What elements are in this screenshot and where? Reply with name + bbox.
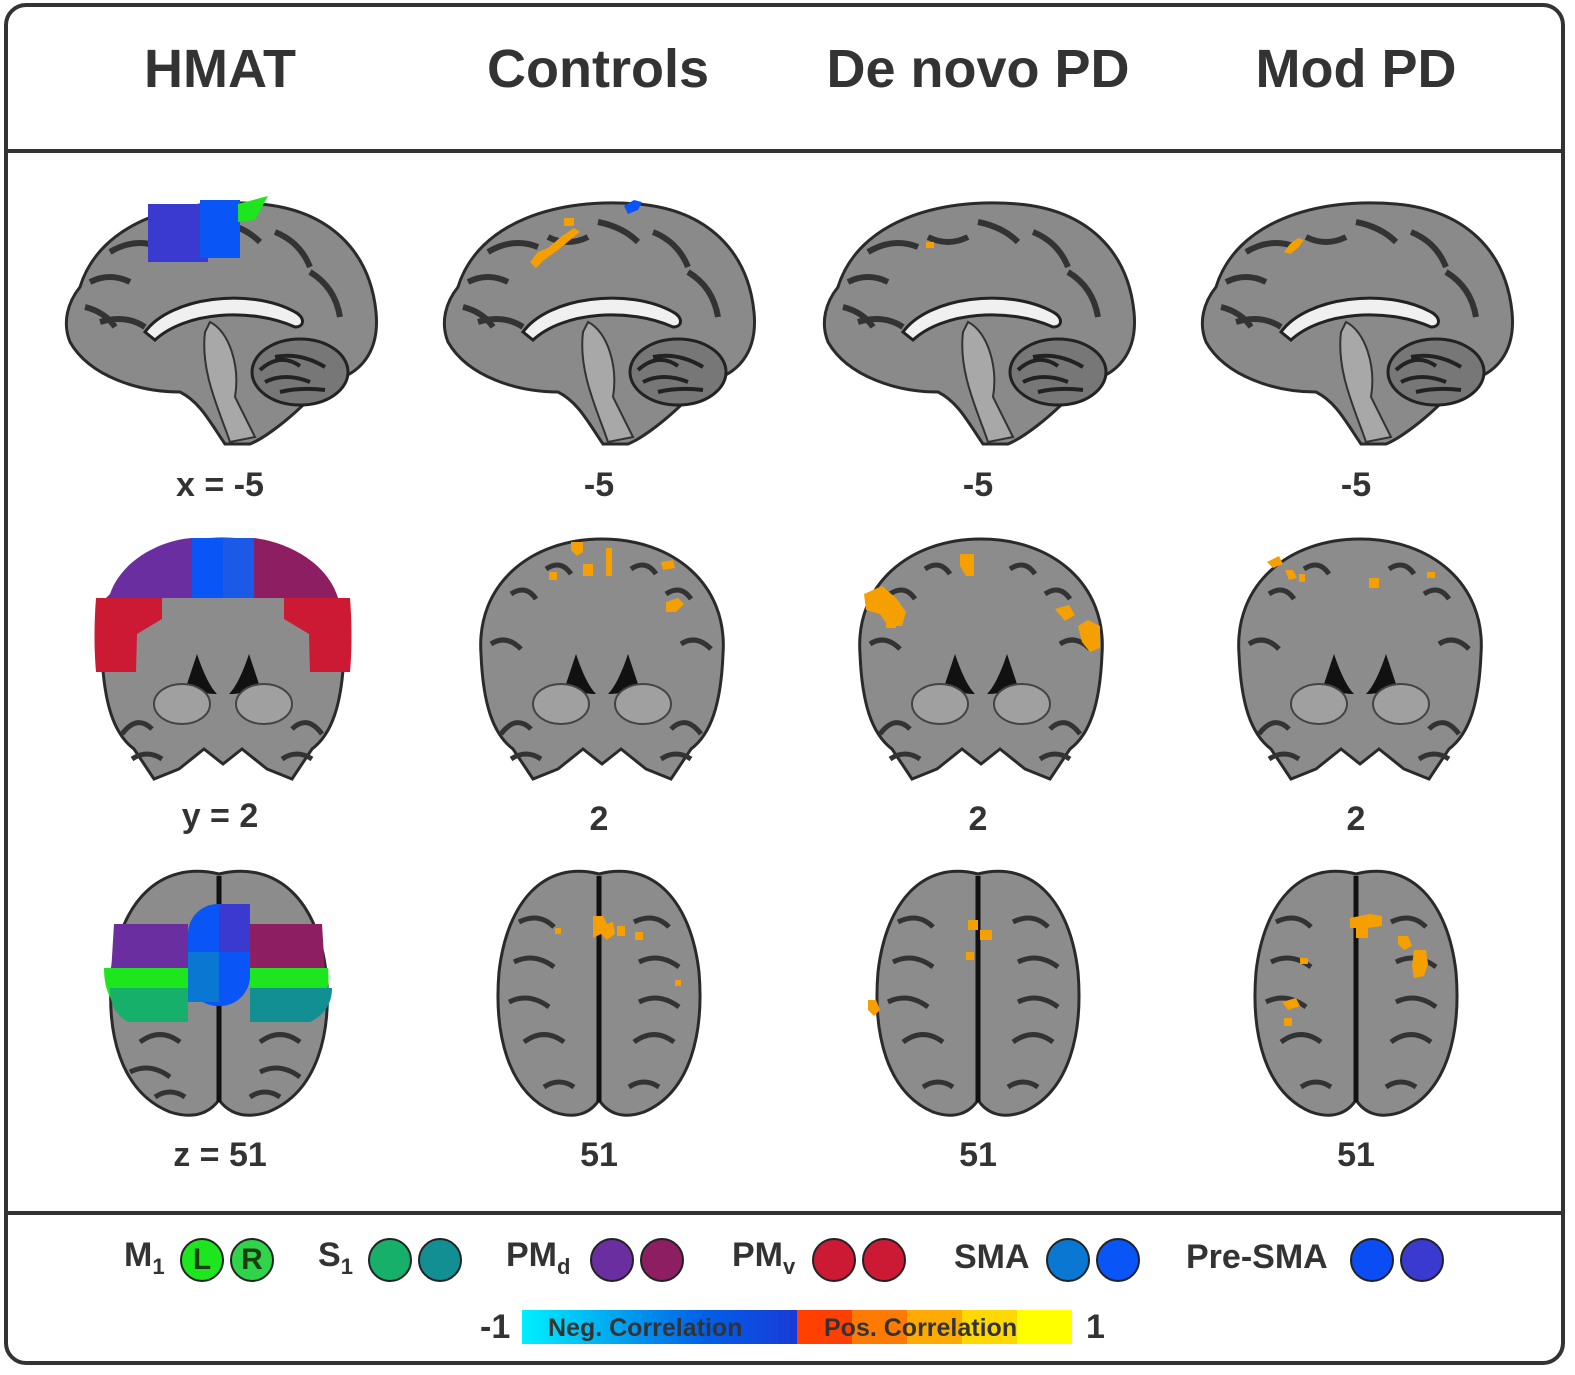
legend-divider [4,1211,1565,1215]
legend-label-m1: M1 [124,1236,165,1279]
legend-swatch-sma-right [1096,1238,1140,1282]
coord-axial-controls: 51 [580,1136,618,1174]
legend-swatch-pmd-right [640,1238,684,1282]
sagittal-slice-controls [442,200,757,446]
colorbar-max-label: 1 [1086,1308,1105,1346]
legend-swatch-pmv-left [812,1238,856,1282]
legend-label-s1: S1 [318,1236,353,1279]
colorbar-negative [522,1310,797,1344]
legend-swatch-pmv-right [862,1238,906,1282]
coord-coronal-denovo: 2 [968,800,988,838]
coord-sagittal-denovo: -5 [962,466,994,504]
legend-swatch-s1-left [368,1238,412,1282]
coronal-slice-controls [479,537,725,781]
header-divider [4,149,1565,153]
legend-label-pmv: PMv [732,1236,796,1279]
colorbar-negative-label: Neg. Correlation [548,1314,743,1342]
coronal-slice-denovo [858,537,1104,781]
legend-label-presma: Pre-SMA [1186,1238,1328,1276]
legend-label-pmd: PMd [506,1236,571,1279]
colorbar-positive-band [962,1310,1018,1344]
legend-swatch-m1-left: L [180,1238,224,1282]
colorbar-positive-label: Pos. Correlation [824,1314,1018,1342]
column-header-controls: Controls [487,39,709,99]
colorbar-positive-band [797,1310,853,1344]
colorbar-positive [797,1310,1072,1344]
coord-axial-denovo: 51 [959,1136,997,1174]
legend-label-sma: SMA [954,1238,1030,1276]
colorbar-positive-band [907,1310,963,1344]
colorbar-min-label: -1 [480,1308,511,1346]
coord-axial-hmat: z = 51 [173,1136,267,1174]
axial-slice-denovo [868,869,1081,1117]
legend-swatch-pmd-left [590,1238,634,1282]
legend-swatch-presma-right [1400,1238,1444,1282]
coronal-slice-hmat [94,537,352,781]
coord-sagittal-hmat: x = -5 [176,466,264,504]
column-header-mod: Mod PD [1255,39,1457,99]
legend-swatch-presma-left [1350,1238,1394,1282]
sagittal-slice-denovo [822,201,1137,446]
colorbar-positive-band [852,1310,908,1344]
colorbar-positive-band [1017,1310,1072,1344]
legend-swatch-sma-left [1046,1238,1090,1282]
axial-slice-controls [496,869,702,1117]
colorbar [522,1310,1072,1344]
coord-coronal-controls: 2 [589,800,609,838]
coord-axial-mod: 51 [1337,1136,1375,1174]
axial-slice-mod [1253,869,1459,1117]
coord-sagittal-mod: -5 [1340,466,1372,504]
coord-coronal-hmat: y = 2 [181,797,259,835]
column-header-hmat: HMAT [144,39,296,99]
sagittal-slice-mod [1200,201,1515,446]
coord-sagittal-controls: -5 [583,466,615,504]
column-header-denovo: De novo PD [826,39,1130,99]
coronal-slice-mod [1237,537,1483,781]
sagittal-slice-hmat [64,196,379,446]
axial-slice-hmat [104,869,332,1117]
legend-swatch-m1-right: R [230,1238,274,1282]
legend-swatch-s1-right [418,1238,462,1282]
coord-coronal-mod: 2 [1346,800,1366,838]
